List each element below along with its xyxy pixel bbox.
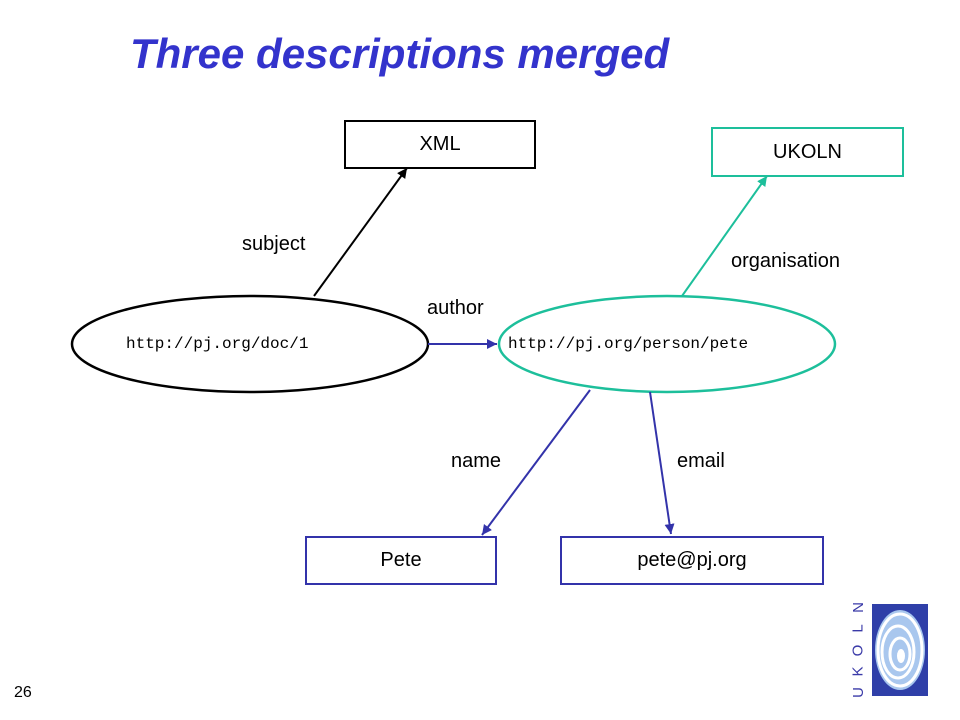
logo-letter-o: O: [849, 644, 867, 656]
person-node-ellipse: [497, 294, 837, 394]
email-label: email: [677, 450, 725, 472]
subject-arrow: [313, 167, 408, 297]
organisation-label: organisation: [731, 250, 840, 272]
logo-letter-u: U: [849, 687, 867, 698]
doc-node-label: http://pj.org/doc/1: [126, 335, 309, 353]
email-arrow: [649, 391, 675, 535]
ukoln-logo: N L O K U: [848, 600, 928, 700]
name-arrow: [481, 389, 591, 536]
slide-title: Three descriptions merged: [130, 30, 670, 77]
logo-letter-n: N: [849, 602, 867, 613]
name-label: name: [451, 450, 502, 472]
page-number: 26: [14, 684, 32, 701]
email-box: pete@pj.org: [560, 536, 824, 585]
author-label: author: [427, 297, 484, 319]
logo-letter-l: L: [849, 624, 867, 633]
subject-label: subject: [242, 233, 306, 255]
person-node-label: http://pj.org/person/pete: [508, 335, 749, 353]
ukoln-box: UKOLN: [711, 127, 904, 177]
logo-letter-k: K: [849, 666, 867, 677]
ukoln-swirl-icon: [872, 604, 928, 696]
organisation-arrow: [681, 175, 768, 297]
pete-box: Pete: [305, 536, 497, 585]
logo-letters: N L O K U: [848, 600, 868, 700]
xml-box: XML: [344, 120, 536, 169]
